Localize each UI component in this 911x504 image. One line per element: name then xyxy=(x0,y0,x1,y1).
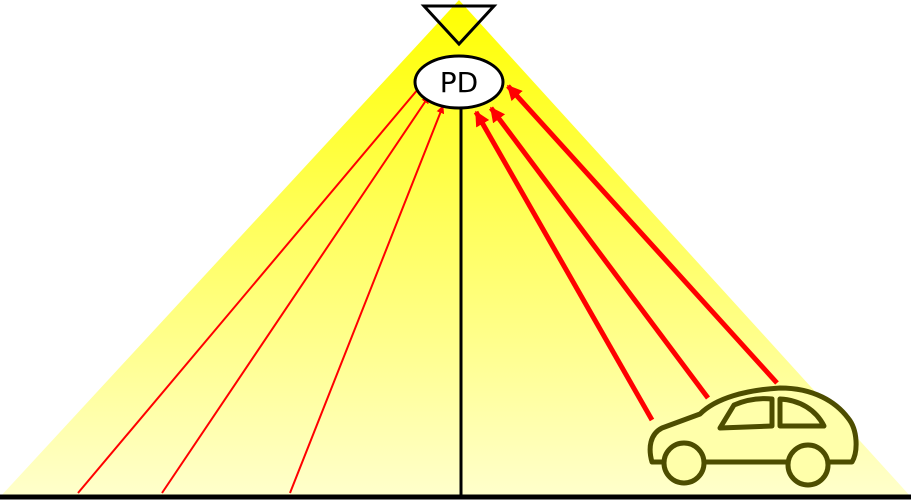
ray-car-3 xyxy=(506,84,779,385)
ray-left-2 xyxy=(161,95,430,494)
car-window-front xyxy=(717,396,775,431)
thick-rays xyxy=(473,84,779,422)
car-icon xyxy=(647,385,859,488)
car-wheel-rear xyxy=(785,442,831,488)
pd-label: PD xyxy=(440,66,478,99)
ray-left-1 xyxy=(77,81,425,494)
car-window-rear xyxy=(777,396,827,429)
photodetector: PD xyxy=(413,54,505,110)
ray-car-1 xyxy=(473,110,655,422)
lamp-icon xyxy=(420,4,498,47)
car-wheel-front xyxy=(661,440,707,486)
ray-left-3 xyxy=(289,105,445,494)
ray-car-2 xyxy=(488,106,711,400)
thin-rays xyxy=(77,81,445,494)
